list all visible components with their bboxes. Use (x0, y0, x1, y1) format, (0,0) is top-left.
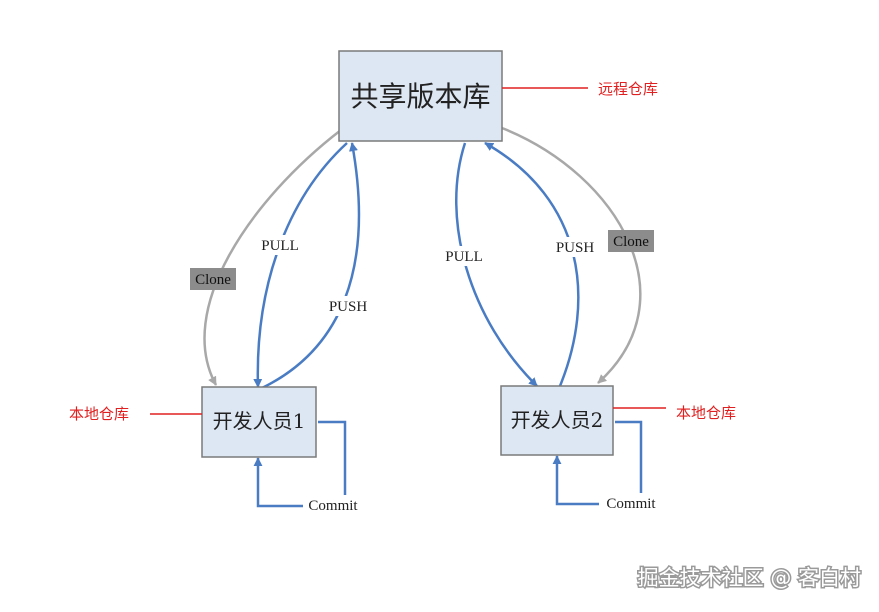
developer-2-node: 开发人员2 (500, 385, 614, 456)
remote-repo-node: 共享版本库 (338, 50, 503, 142)
watermark: 掘金技术社区 @ 客白村 (638, 566, 861, 590)
push-arrow-left (261, 142, 361, 390)
push-arrow-right (484, 141, 580, 387)
pull-arrow-right (455, 142, 538, 387)
pull-arrow-left (253, 142, 348, 388)
clone-arrow-left (203, 129, 342, 386)
developer-2-label: 开发人员2 (511, 408, 604, 432)
callout-remote-repo: 远程仓库 (598, 80, 658, 98)
pull-label-right: PULL (445, 249, 483, 265)
callout-local-repo-2: 本地仓库 (676, 404, 736, 422)
developer-1-label: 开发人员1 (213, 409, 306, 433)
clone-label-left: Clone (195, 272, 231, 288)
developer-1-node: 开发人员1 (201, 386, 317, 458)
remote-repo-label: 共享版本库 (350, 80, 490, 113)
push-label-right: PUSH (556, 240, 595, 256)
commit-label-right: Commit (606, 496, 656, 512)
push-label-left: PUSH (329, 299, 368, 315)
commit-label-left: Commit (308, 498, 358, 514)
clone-label-right: Clone (613, 234, 649, 250)
callout-local-repo-1: 本地仓库 (69, 405, 129, 423)
pull-label-left: PULL (261, 238, 299, 254)
